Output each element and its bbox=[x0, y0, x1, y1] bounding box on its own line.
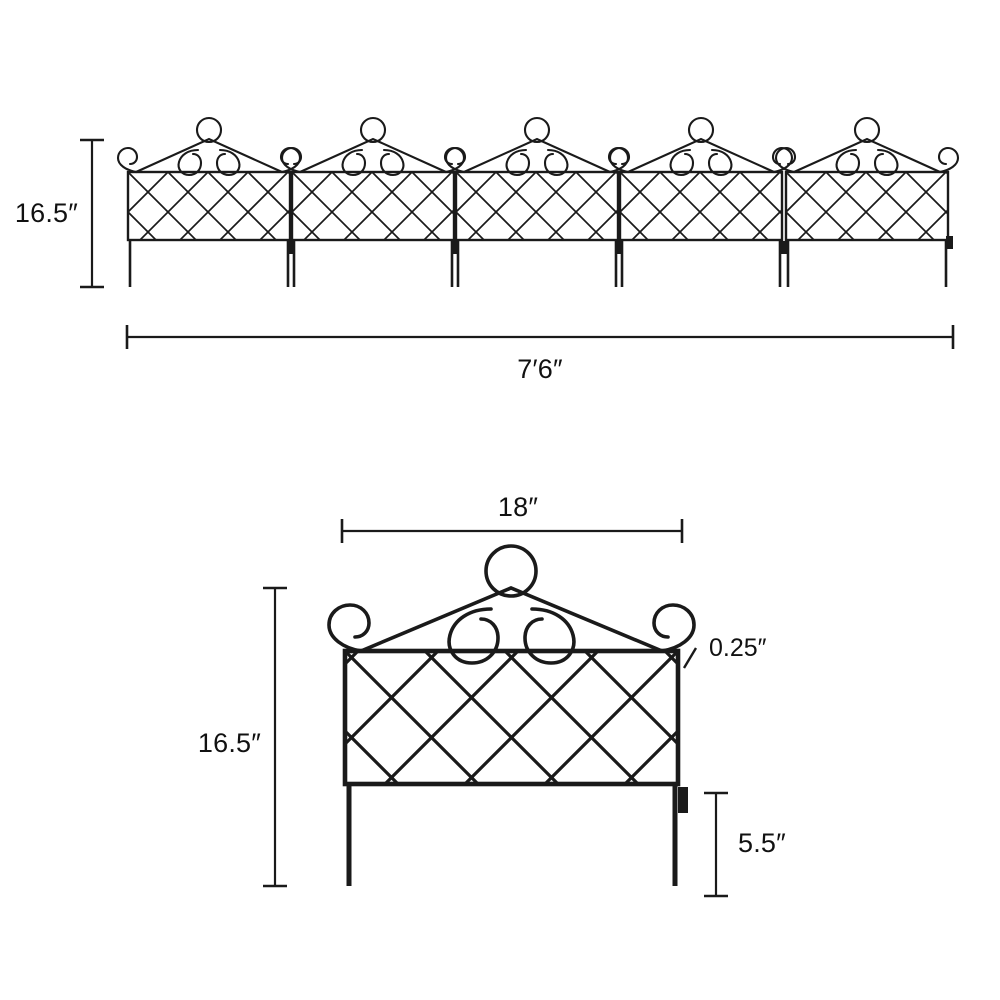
single-panel-view: 18″ 16.5″ 0.25″ bbox=[158, 492, 865, 898]
fence-panel-3 bbox=[356, 116, 716, 287]
dimension-panel-height: 16.5″ bbox=[198, 586, 287, 888]
panel-connector-tab bbox=[946, 236, 953, 249]
assembled-fence-view: 16.5″ 7′6″ bbox=[15, 116, 1000, 384]
fence-panel-1 bbox=[28, 116, 388, 287]
leader-line bbox=[682, 647, 698, 669]
detail-fence-panel bbox=[158, 544, 865, 886]
dimension-stake-length: 5.5″ bbox=[704, 791, 786, 898]
panel-connector-tab bbox=[452, 241, 459, 254]
panel-frame bbox=[342, 648, 681, 787]
fence-panel-4 bbox=[520, 116, 880, 287]
panel-connector-tab bbox=[288, 241, 295, 254]
dimension-panel-width: 18″ bbox=[340, 492, 684, 543]
diamond-lattice bbox=[158, 651, 865, 851]
panel-connector-tab bbox=[780, 241, 787, 254]
panel-height-label: 16.5″ bbox=[198, 728, 261, 758]
fence-panel-5 bbox=[686, 116, 1000, 287]
panel-width-label: 18″ bbox=[498, 492, 538, 522]
scroll-finial bbox=[327, 544, 696, 665]
dimension-wire-thickness: 0.25″ bbox=[682, 634, 767, 669]
dimension-assembled-height: 16.5″ bbox=[15, 138, 104, 289]
assembled-height-label: 16.5″ bbox=[15, 198, 78, 228]
wire-thickness-label: 0.25″ bbox=[709, 634, 767, 662]
dimension-assembled-width: 7′6″ bbox=[125, 325, 955, 384]
fence-panel-2 bbox=[192, 116, 552, 287]
assembled-width-label: 7′6″ bbox=[517, 354, 563, 384]
panel-connector-tab bbox=[678, 787, 688, 813]
panel-connector-tab bbox=[616, 241, 623, 254]
stake-length-label: 5.5″ bbox=[738, 828, 786, 858]
